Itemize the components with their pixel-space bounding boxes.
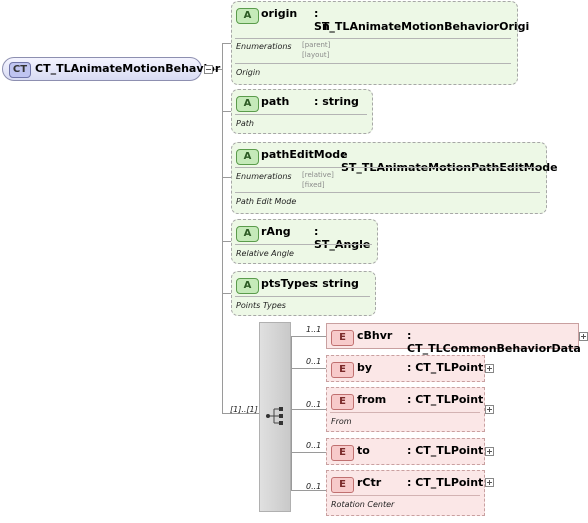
divider (330, 495, 480, 496)
element-badge: E (331, 330, 354, 346)
element-name: to (357, 444, 370, 457)
pathEditMode-connector (222, 177, 231, 178)
divider (235, 192, 540, 193)
element-badge: E (331, 477, 354, 493)
element-doc: From (331, 417, 352, 426)
divider (235, 167, 540, 168)
path-connector (222, 111, 231, 112)
sequence-compositor[interactable] (259, 322, 291, 512)
by-connector (291, 368, 326, 369)
divider (235, 296, 370, 297)
cBhvr-connector (291, 336, 326, 337)
element-trunk (291, 336, 292, 490)
attribute-type: : ST_TLAnimateMotionPathEditMode (341, 148, 558, 174)
attribute-doc: Path Edit Mode (236, 197, 297, 206)
element-name: by (357, 361, 373, 374)
element-badge: E (331, 394, 354, 410)
attribute-badge: A (236, 226, 259, 242)
enumerations-label: Enumerations (236, 42, 292, 51)
attribute-badge: A (236, 96, 259, 112)
enumeration-value: [parent] (302, 41, 331, 49)
divider (235, 63, 511, 64)
element-type: : CT_TLPoint (407, 444, 484, 457)
complex-type-node[interactable]: CT CT_TLAnimateMotionBehavior (2, 57, 220, 81)
attribute-type: : ST_TLAnimateMotionBehaviorOrigi (314, 7, 530, 33)
attribute-ptsTypes[interactable]: A ptsTypes : string Points Types (231, 271, 376, 316)
attribute-path[interactable]: A path : string Path (231, 89, 373, 134)
attribute-name: path (261, 95, 290, 108)
element-badge: E (331, 445, 354, 461)
attribute-badge: A (236, 8, 259, 24)
element-type: : CT_TLPoint (407, 393, 484, 406)
to-connector (291, 452, 326, 453)
divider (330, 412, 480, 413)
rCtr-connector (291, 490, 326, 491)
attribute-doc: Origin (236, 68, 261, 77)
attribute-doc: Relative Angle (236, 249, 294, 258)
element-from[interactable]: E from : CT_TLPoint From (326, 387, 485, 432)
sequence-connector (222, 413, 259, 414)
enumerations-label: Enumerations (236, 172, 292, 181)
rAng-connector (222, 241, 231, 242)
attribute-name: pathEditMode (261, 148, 348, 161)
expand-toggle[interactable] (485, 447, 494, 456)
element-by[interactable]: E by : CT_TLPoint (326, 355, 485, 382)
element-doc: Rotation Center (331, 500, 395, 509)
divider (235, 114, 367, 115)
attribute-name: rAng (261, 225, 291, 238)
attribute-badge: A (236, 278, 259, 294)
attribute-origin[interactable]: A origin : ST_TLAnimateMotionBehaviorOri… (231, 1, 529, 85)
ptsTypes-connector (222, 293, 231, 294)
element-cardinality: 0..1 (306, 441, 322, 450)
attribute-doc: Points Types (236, 301, 286, 310)
element-name: rCtr (357, 476, 382, 489)
collapse-toggle[interactable] (204, 65, 213, 74)
enumeration-value: [relative] (302, 171, 334, 179)
enumeration-value: [layout] (302, 51, 330, 59)
element-cardinality: 1..1 (306, 325, 322, 334)
element-badge: E (331, 362, 354, 378)
sequence-cardinality: [1]..[1] (230, 405, 258, 414)
complex-type-name: CT_TLAnimateMotionBehavior (35, 62, 221, 75)
divider (235, 244, 372, 245)
from-connector (291, 409, 326, 410)
attribute-pathEditMode[interactable]: A pathEditMode : ST_TLAnimateMotionPathE… (231, 142, 558, 214)
complex-type-badge: CT (9, 62, 31, 78)
element-to[interactable]: E to : CT_TLPoint (326, 438, 485, 465)
expand-toggle[interactable] (485, 478, 494, 487)
element-type: : CT_TLCommonBehaviorData (407, 329, 581, 355)
attribute-badge: A (236, 149, 259, 165)
root-connector (212, 69, 222, 70)
attribute-type-wrap: n (322, 20, 330, 33)
element-type: : CT_TLPoint (407, 361, 484, 374)
attribute-type: : ST_Angle (314, 225, 371, 251)
expand-toggle[interactable] (579, 332, 588, 341)
enumeration-value: [fixed] (302, 181, 325, 189)
element-cardinality: 0..1 (306, 482, 322, 491)
attribute-name: origin (261, 7, 298, 20)
element-cardinality: 0..1 (306, 357, 322, 366)
element-type: : CT_TLPoint (407, 476, 484, 489)
expand-toggle[interactable] (485, 405, 494, 414)
expand-toggle[interactable] (485, 364, 494, 373)
attribute-type: : string (314, 277, 359, 290)
attribute-rAng[interactable]: A rAng : ST_Angle Relative Angle (231, 219, 378, 264)
attribute-name: ptsTypes (261, 277, 316, 290)
element-cBhvr[interactable]: E cBhvr : CT_TLCommonBehaviorData (326, 323, 581, 355)
element-name: cBhvr (357, 329, 393, 342)
attribute-type: : string (314, 95, 359, 108)
element-cardinality: 0..1 (306, 400, 322, 409)
attribute-trunk (222, 43, 223, 413)
divider (235, 38, 511, 39)
attribute-doc: Path (236, 119, 254, 128)
element-rCtr[interactable]: E rCtr : CT_TLPoint Rotation Center (326, 470, 485, 516)
element-name: from (357, 393, 387, 406)
sequence-icon (266, 407, 283, 425)
origin-connector (222, 43, 231, 44)
